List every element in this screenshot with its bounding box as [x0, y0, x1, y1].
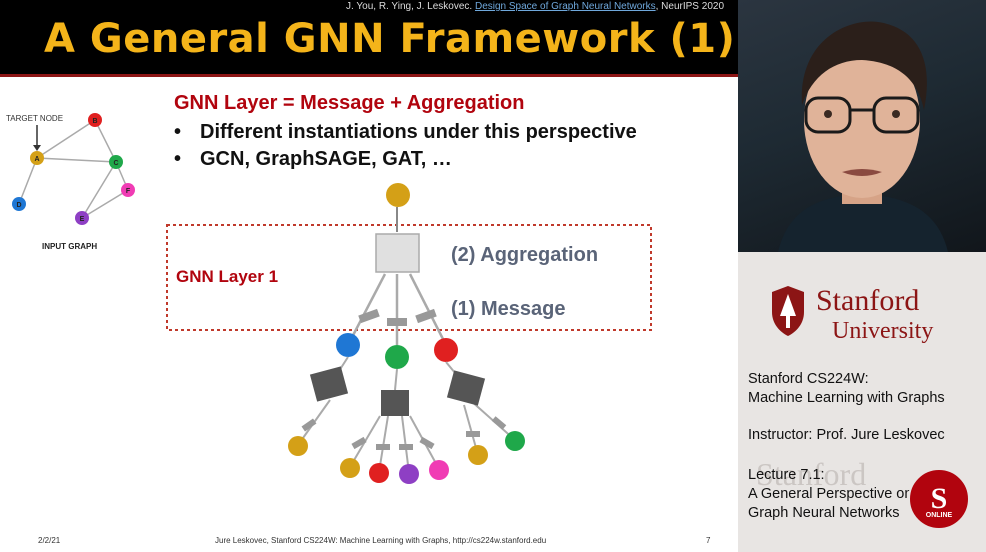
- lecture-line: A General Perspective on: [748, 486, 913, 502]
- lecture-line: Graph Neural Networks: [748, 505, 900, 521]
- graph-node-label: C: [113, 160, 118, 167]
- aggregation-box: [446, 370, 486, 406]
- aggregation-box: [309, 366, 349, 402]
- stanford-tree-icon: [772, 286, 804, 336]
- message-box: [358, 308, 380, 324]
- input-graph: TARGET NODE A B C D E F INPUT GRAPH: [6, 113, 135, 251]
- course-line: Stanford CS224W:: [748, 371, 869, 387]
- message-box: [301, 418, 317, 432]
- message-box: [491, 416, 507, 430]
- instructor-line: Instructor: Prof. Jure Leskovec: [748, 427, 945, 443]
- leaf-node: [369, 463, 389, 483]
- lecture-line: Lecture 7.1:: [748, 467, 825, 483]
- leaf-node: [340, 458, 360, 478]
- gnn-layer-box: [166, 224, 652, 331]
- bullet-item: • Different instantiations under this per…: [174, 121, 637, 144]
- message-box: [376, 444, 390, 450]
- bullet-text: Different instantiations under this pers…: [200, 121, 637, 143]
- course-title: Stanford CS224W: Machine Learning with G…: [748, 370, 945, 408]
- target-node: [386, 183, 410, 207]
- hair: [801, 21, 927, 110]
- gnn-diagram: TARGET NODE A B C D E F INPUT GRAPH GNN …: [6, 113, 652, 484]
- message-box: [387, 318, 407, 326]
- stanford-watermark: Stanford: [756, 456, 867, 492]
- header-divider: [0, 74, 738, 77]
- graph-node-label: D: [16, 202, 21, 209]
- input-graph-caption: INPUT GRAPH: [42, 242, 97, 251]
- stanford-s-icon: S: [931, 482, 948, 515]
- instructor-video: [738, 0, 986, 252]
- bullet-text: GCN, GraphSAGE, GAT, …: [200, 148, 452, 170]
- slide-title: A General GNN Framework (1): [44, 16, 736, 62]
- neighbor-node: [336, 333, 360, 357]
- graph-node-label: A: [34, 156, 39, 163]
- gnn-layer-label: GNN Layer 1: [176, 267, 278, 286]
- bullet-dot: •: [174, 148, 182, 170]
- footer-page-number: 7: [706, 536, 711, 545]
- leaf-node: [468, 445, 488, 465]
- leaf-node: [429, 460, 449, 480]
- face: [804, 42, 920, 198]
- university-name: Stanford: [816, 284, 920, 317]
- bullet-item: • GCN, GraphSAGE, GAT, …: [174, 148, 637, 171]
- message-box: [351, 436, 367, 450]
- leaf-node: [288, 436, 308, 456]
- leaf-node: [399, 464, 419, 484]
- computation-tree: GNN Layer 1 (2) Aggregation (1) Message: [166, 183, 652, 484]
- message-box: [419, 436, 435, 450]
- message-label: (1) Message: [451, 298, 566, 320]
- footer-course: Jure Leskovec, Stanford CS224W: Machine …: [215, 536, 547, 545]
- shirt: [778, 194, 948, 252]
- footer-date: 2/2/21: [38, 536, 61, 545]
- bullet-dot: •: [174, 121, 182, 143]
- message-box: [415, 308, 437, 324]
- target-arrowhead: [33, 145, 41, 151]
- citation-venue: , NeurIPS 2020: [655, 1, 724, 12]
- slide-body-text: GNN Layer = Message + Aggregation • Diffe…: [174, 92, 637, 175]
- graph-node: [88, 113, 102, 127]
- online-label: ONLINE: [925, 512, 953, 519]
- slide-header: J. You, R. Ying, J. Leskovec. Design Spa…: [0, 0, 738, 74]
- leaf-node: [505, 431, 525, 451]
- eye: [824, 110, 832, 118]
- citation: J. You, R. Ying, J. Leskovec. Design Spa…: [346, 1, 724, 12]
- glasses-icon: [804, 96, 920, 134]
- aggregation-box: [381, 390, 409, 416]
- aggregation-box: [375, 233, 420, 273]
- message-box: [466, 431, 480, 437]
- neighbor-node: [434, 338, 458, 362]
- lecture-slide: J. You, R. Ying, J. Leskovec. Design Spa…: [0, 0, 738, 552]
- slide-heading: GNN Layer = Message + Aggregation: [174, 92, 525, 114]
- svg-text:S: S: [931, 482, 948, 515]
- graph-node: [75, 211, 89, 225]
- university-name-secondary: University: [832, 318, 934, 344]
- citation-authors: J. You, R. Ying, J. Leskovec.: [346, 1, 475, 12]
- aggregation-label: (2) Aggregation: [451, 244, 598, 266]
- graph-node: [109, 155, 123, 169]
- eye: [892, 110, 900, 118]
- course-line: Machine Learning with Graphs: [748, 390, 945, 406]
- graph-node-label: F: [126, 188, 131, 195]
- citation-link[interactable]: Design Space of Graph Neural Networks: [474, 1, 656, 12]
- graph-node: [12, 197, 26, 211]
- stanford-online-badge: S ONLINE: [908, 468, 970, 530]
- graph-node-label: E: [80, 216, 85, 223]
- instructor-portrait: [778, 21, 948, 252]
- graph-node: [121, 183, 135, 197]
- sidebar: Stanford University Stanford CS224W: Mac…: [738, 0, 986, 552]
- graph-node: [30, 151, 44, 165]
- mouth: [842, 169, 882, 176]
- neighbor-node: [385, 345, 409, 369]
- lecture-title: Lecture 7.1: A General Perspective on Gr…: [748, 466, 912, 523]
- message-box: [399, 444, 413, 450]
- target-node-label: TARGET NODE: [6, 114, 63, 123]
- graph-node-label: B: [92, 118, 97, 125]
